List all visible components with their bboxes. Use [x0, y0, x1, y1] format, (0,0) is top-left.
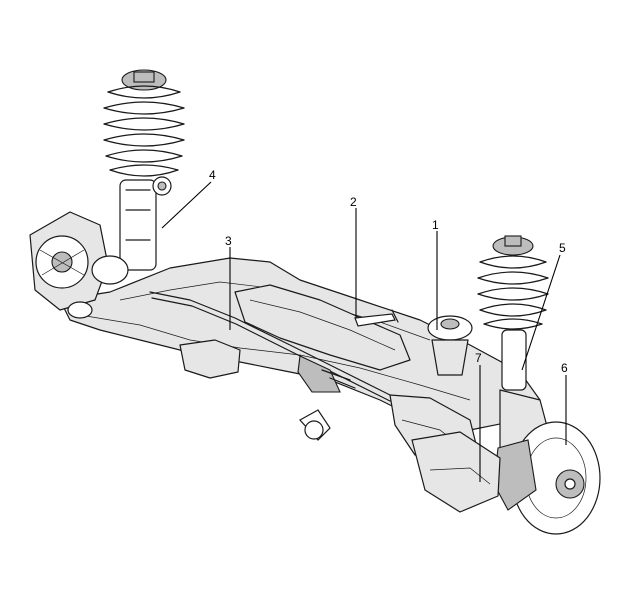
left-strut-assembly [103, 69, 185, 271]
leader-lines [161, 181, 567, 482]
callout-3: 3 [225, 234, 232, 248]
callout-1: 1 [432, 218, 439, 232]
stabilizer-bar [149, 291, 391, 441]
callout-2: 2 [350, 195, 357, 209]
callout-5: 5 [559, 241, 566, 255]
steering-gear-box [234, 284, 411, 371]
callout-7: 7 [475, 351, 482, 365]
callout-6: 6 [561, 361, 568, 375]
callouts: 1 2 3 4 5 6 7 [209, 168, 568, 375]
steering-column-bearing [427, 315, 473, 376]
right-strut-assembly [477, 235, 549, 391]
left-knuckle-brake [29, 211, 129, 319]
right-knuckle-brake [411, 389, 601, 535]
callout-4: 4 [209, 168, 216, 182]
